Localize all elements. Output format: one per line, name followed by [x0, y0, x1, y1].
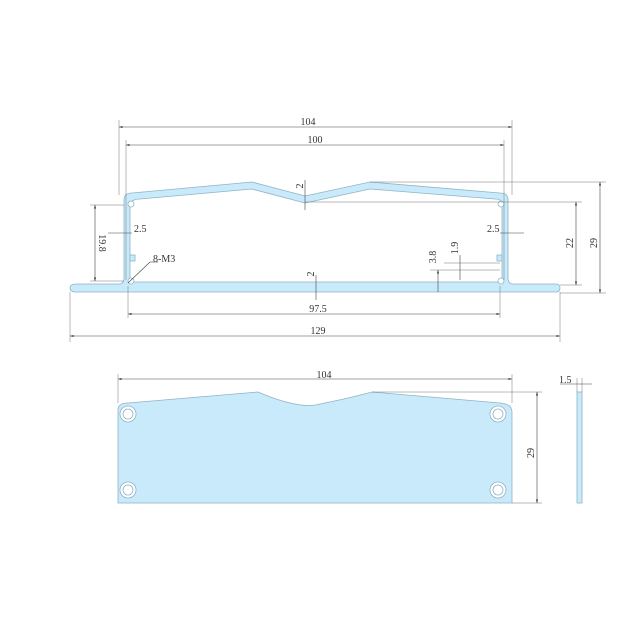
dim-base-width: 129 [311, 326, 326, 337]
dim-hole-spacing: 97.5 [309, 304, 327, 315]
end-plate-dimensions: 104 29 [117, 370, 542, 504]
dim-inner-height-left: 19.8 [96, 234, 107, 252]
dim-inner-height: 22 [565, 238, 576, 248]
dim-overall-width: 104 [301, 117, 316, 128]
dim-slot-height: 3.8 [428, 251, 439, 264]
end-plate [117, 391, 513, 504]
dim-inner-width: 100 [308, 135, 323, 146]
dim-wall-left: 2.5 [134, 224, 147, 235]
thread-label: 8-M3 [153, 254, 175, 265]
dim-slot-gap: 1.9 [450, 242, 461, 255]
dim-wall-right: 2.5 [487, 224, 500, 235]
dim-base-thickness: 2 [306, 272, 317, 277]
dim-top-thickness: 2 [295, 184, 306, 189]
dim-plate-thickness: 1.5 [559, 375, 572, 386]
profile-dimensions: 104 100 2 2.5 2.5 19.8 8-M3 2 3.8 1.9 97… [69, 117, 606, 342]
dim-overall-height: 29 [589, 238, 600, 248]
enclosure-profile [69, 181, 561, 293]
side-view: 1.5 [559, 375, 592, 504]
dim-plate-width: 104 [317, 370, 332, 381]
dim-plate-height: 29 [526, 448, 537, 458]
